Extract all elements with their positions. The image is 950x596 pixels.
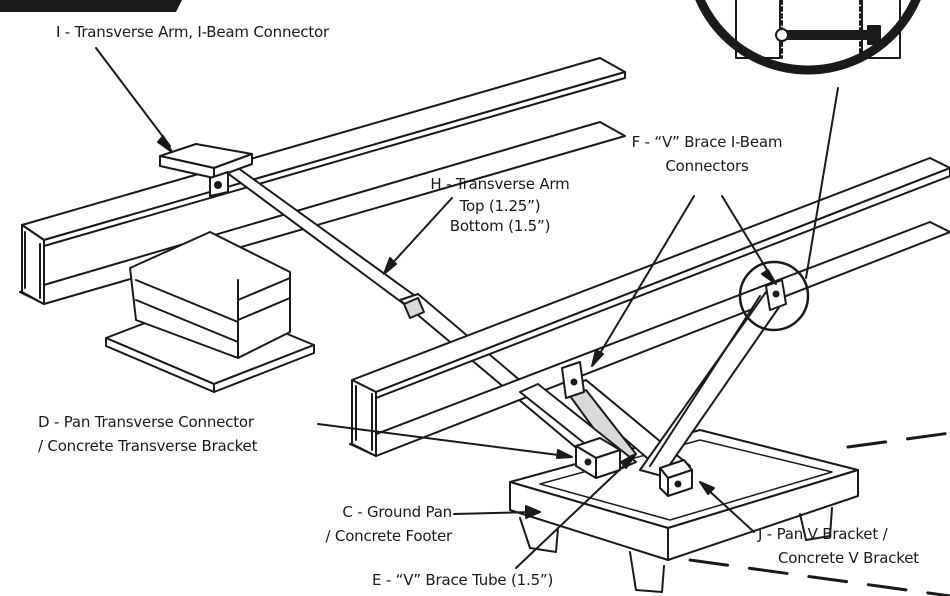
label-e-v-brace-tube: E - “V” Brace Tube (1.5”): [372, 571, 554, 589]
label-j-line2: Concrete V Bracket: [778, 549, 919, 567]
label-c-line1: C - Ground Pan: [342, 503, 452, 521]
leader-lines: [95, 47, 777, 569]
label-c-line2: / Concrete Footer: [325, 527, 453, 545]
label-h-line1: H - Transverse Arm: [430, 175, 570, 193]
label-j-line1: J - Pan V Bracket /: [758, 525, 888, 543]
label-f-line2: Connectors: [665, 157, 749, 175]
label-h-line2: Top (1.25”): [459, 197, 541, 215]
ground-dashed-lines: [688, 431, 950, 596]
label-c-ground-pan: C - Ground Pan / Concrete Footer: [270, 502, 453, 546]
right-i-beam: [349, 157, 950, 457]
label-h-transverse-arm: H - Transverse Arm Top (1.25”) Bottom (1…: [410, 174, 590, 236]
label-f-v-brace-connectors: F - “V” Brace I-Beam Connectors: [612, 132, 802, 176]
i-beam-connector-bracket: [159, 143, 253, 197]
pan-v-bracket: [659, 459, 693, 497]
label-d-line2: / Concrete Transverse Bracket: [38, 437, 258, 455]
detail-magnifier: [695, 0, 921, 332]
title-box-corner: [0, 0, 182, 12]
label-d-line1: D - Pan Transverse Connector: [38, 413, 254, 431]
label-i-transverse-arm-connector: I - Transverse Arm, I-Beam Connector: [56, 23, 329, 41]
concrete-pier-blocks: [105, 231, 315, 393]
pan-transverse-connector: [575, 437, 621, 479]
label-d-pan-transverse-connector: D - Pan Transverse Connector / Concrete …: [38, 412, 257, 456]
v-brace-connectors: [561, 279, 787, 399]
label-f-line1: F - “V” Brace I-Beam: [631, 133, 783, 151]
label-h-line3: Bottom (1.5”): [449, 217, 551, 235]
label-j-pan-v-bracket: J - Pan V Bracket / Concrete V Bracket: [756, 524, 950, 568]
